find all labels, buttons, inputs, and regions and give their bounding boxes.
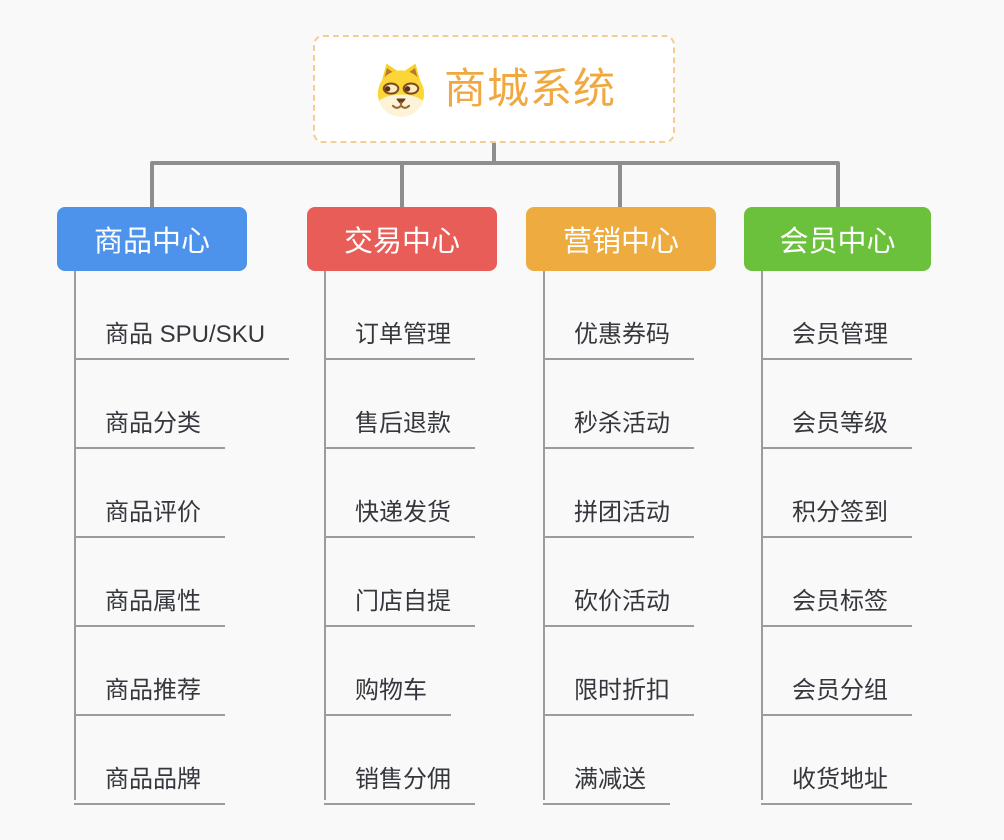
dog-face-icon: [372, 60, 430, 118]
connector-root-drop: [492, 142, 496, 163]
node-points-checkin[interactable]: 积分签到: [761, 498, 912, 538]
branch-marketing-items: 优惠券码 秒杀活动 拼团活动 砍价活动 限时折扣 满减送: [543, 271, 773, 805]
node-member-tag[interactable]: 会员标签: [761, 587, 912, 627]
trunk-line: [761, 271, 763, 800]
branch-member-items: 会员管理 会员等级 积分签到 会员标签 会员分组 收货地址: [761, 271, 991, 805]
connector-horizontal: [150, 161, 840, 165]
node-express-delivery[interactable]: 快递发货: [324, 498, 475, 538]
connector-drop-trade: [400, 163, 404, 207]
node-sales-commission[interactable]: 销售分佣: [324, 765, 475, 805]
connector-drop-product: [150, 163, 154, 207]
node-product-brand[interactable]: 商品品牌: [74, 765, 225, 805]
connector-drop-marketing: [618, 163, 622, 207]
node-shipping-address[interactable]: 收货地址: [761, 765, 912, 805]
branch-trade-center[interactable]: 交易中心: [307, 207, 497, 271]
node-group-buy[interactable]: 拼团活动: [543, 498, 694, 538]
connector-drop-member: [836, 163, 840, 207]
node-shopping-cart[interactable]: 购物车: [324, 676, 451, 716]
node-member-group[interactable]: 会员分组: [761, 676, 912, 716]
node-bargain-activity[interactable]: 砍价活动: [543, 587, 694, 627]
branch-trade-items: 订单管理 售后退款 快递发货 门店自提 购物车 销售分佣: [324, 271, 554, 805]
node-member-management[interactable]: 会员管理: [761, 320, 912, 360]
trunk-line: [324, 271, 326, 800]
node-limited-time-discount[interactable]: 限时折扣: [543, 676, 694, 716]
node-product-review[interactable]: 商品评价: [74, 498, 225, 538]
node-product-recommend[interactable]: 商品推荐: [74, 676, 225, 716]
node-product-attribute[interactable]: 商品属性: [74, 587, 225, 627]
branch-marketing-center[interactable]: 营销中心: [526, 207, 716, 271]
node-flash-sale[interactable]: 秒杀活动: [543, 409, 694, 449]
branch-member-center[interactable]: 会员中心: [744, 207, 931, 271]
node-store-pickup[interactable]: 门店自提: [324, 587, 475, 627]
node-coupon-code[interactable]: 优惠券码: [543, 320, 694, 360]
node-product-spu-sku[interactable]: 商品 SPU/SKU: [74, 320, 290, 360]
node-product-category[interactable]: 商品分类: [74, 409, 225, 449]
node-aftersale-refund[interactable]: 售后退款: [324, 409, 475, 449]
branch-product-items: 商品 SPU/SKU 商品分类 商品评价 商品属性 商品推荐 商品品牌: [74, 271, 304, 805]
node-member-level[interactable]: 会员等级: [761, 409, 912, 449]
trunk-line: [543, 271, 545, 800]
node-order-management[interactable]: 订单管理: [324, 320, 475, 360]
root-node[interactable]: 商城系统: [313, 35, 675, 143]
root-title: 商城系统: [443, 65, 616, 112]
trunk-line: [74, 271, 76, 800]
branch-product-center[interactable]: 商品中心: [57, 207, 247, 271]
node-full-reduction[interactable]: 满减送: [543, 765, 670, 805]
